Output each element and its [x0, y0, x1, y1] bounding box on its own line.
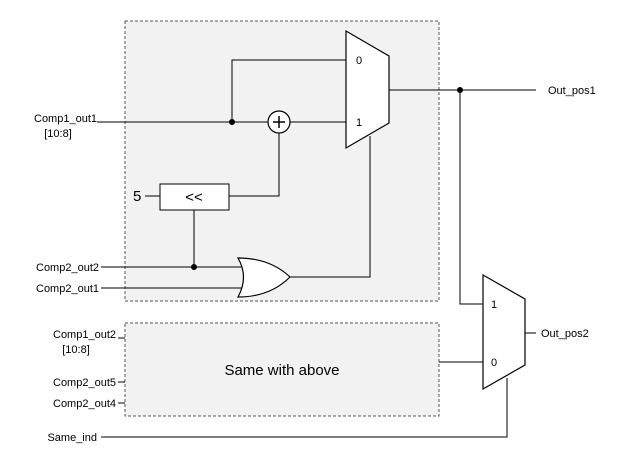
comp2-out4-label: Comp2_out4 [53, 398, 116, 410]
shifter [159, 183, 230, 211]
mux-1 [345, 29, 390, 150]
comp1-out2-bits-label: [10:8] [62, 344, 90, 356]
mux2-input1-wire [459, 90, 483, 305]
mux-2 [482, 273, 526, 391]
shifter-to-adder-wire [229, 133, 280, 197]
comp2-out5-label: Comp2_out5 [53, 377, 116, 389]
comp1-out1-bits-label: [10:8] [44, 128, 72, 140]
comp1-out1-label: Comp1_out1 [34, 113, 97, 125]
or-to-mux1-select-wire [290, 136, 371, 278]
shifter-label: << [185, 189, 203, 206]
comp2-out1-label: Comp2_out1 [36, 283, 99, 295]
comp1-out2-label: Comp1_out2 [53, 329, 116, 341]
shift-amount-label: 5 [133, 188, 141, 205]
mux1-input0-label: 0 [356, 55, 362, 67]
mux1-input0-wire [231, 59, 346, 122]
upper-logic-block [124, 20, 440, 302]
mux1-input1-label: 1 [356, 117, 362, 129]
lower-logic-block [124, 322, 440, 417]
or-gate [236, 257, 291, 298]
same-ind-wire [101, 378, 508, 438]
same-ind-label: Same_ind [47, 432, 97, 444]
out-pos2-label: Out_pos2 [541, 328, 589, 340]
out-pos1-label: Out_pos1 [548, 85, 596, 97]
comp2-out2-label: Comp2_out2 [36, 262, 99, 274]
mux2-input0-label: 0 [491, 357, 497, 369]
mux2-input1-label: 1 [491, 299, 497, 311]
replica-block-label: Same with above [224, 362, 339, 379]
